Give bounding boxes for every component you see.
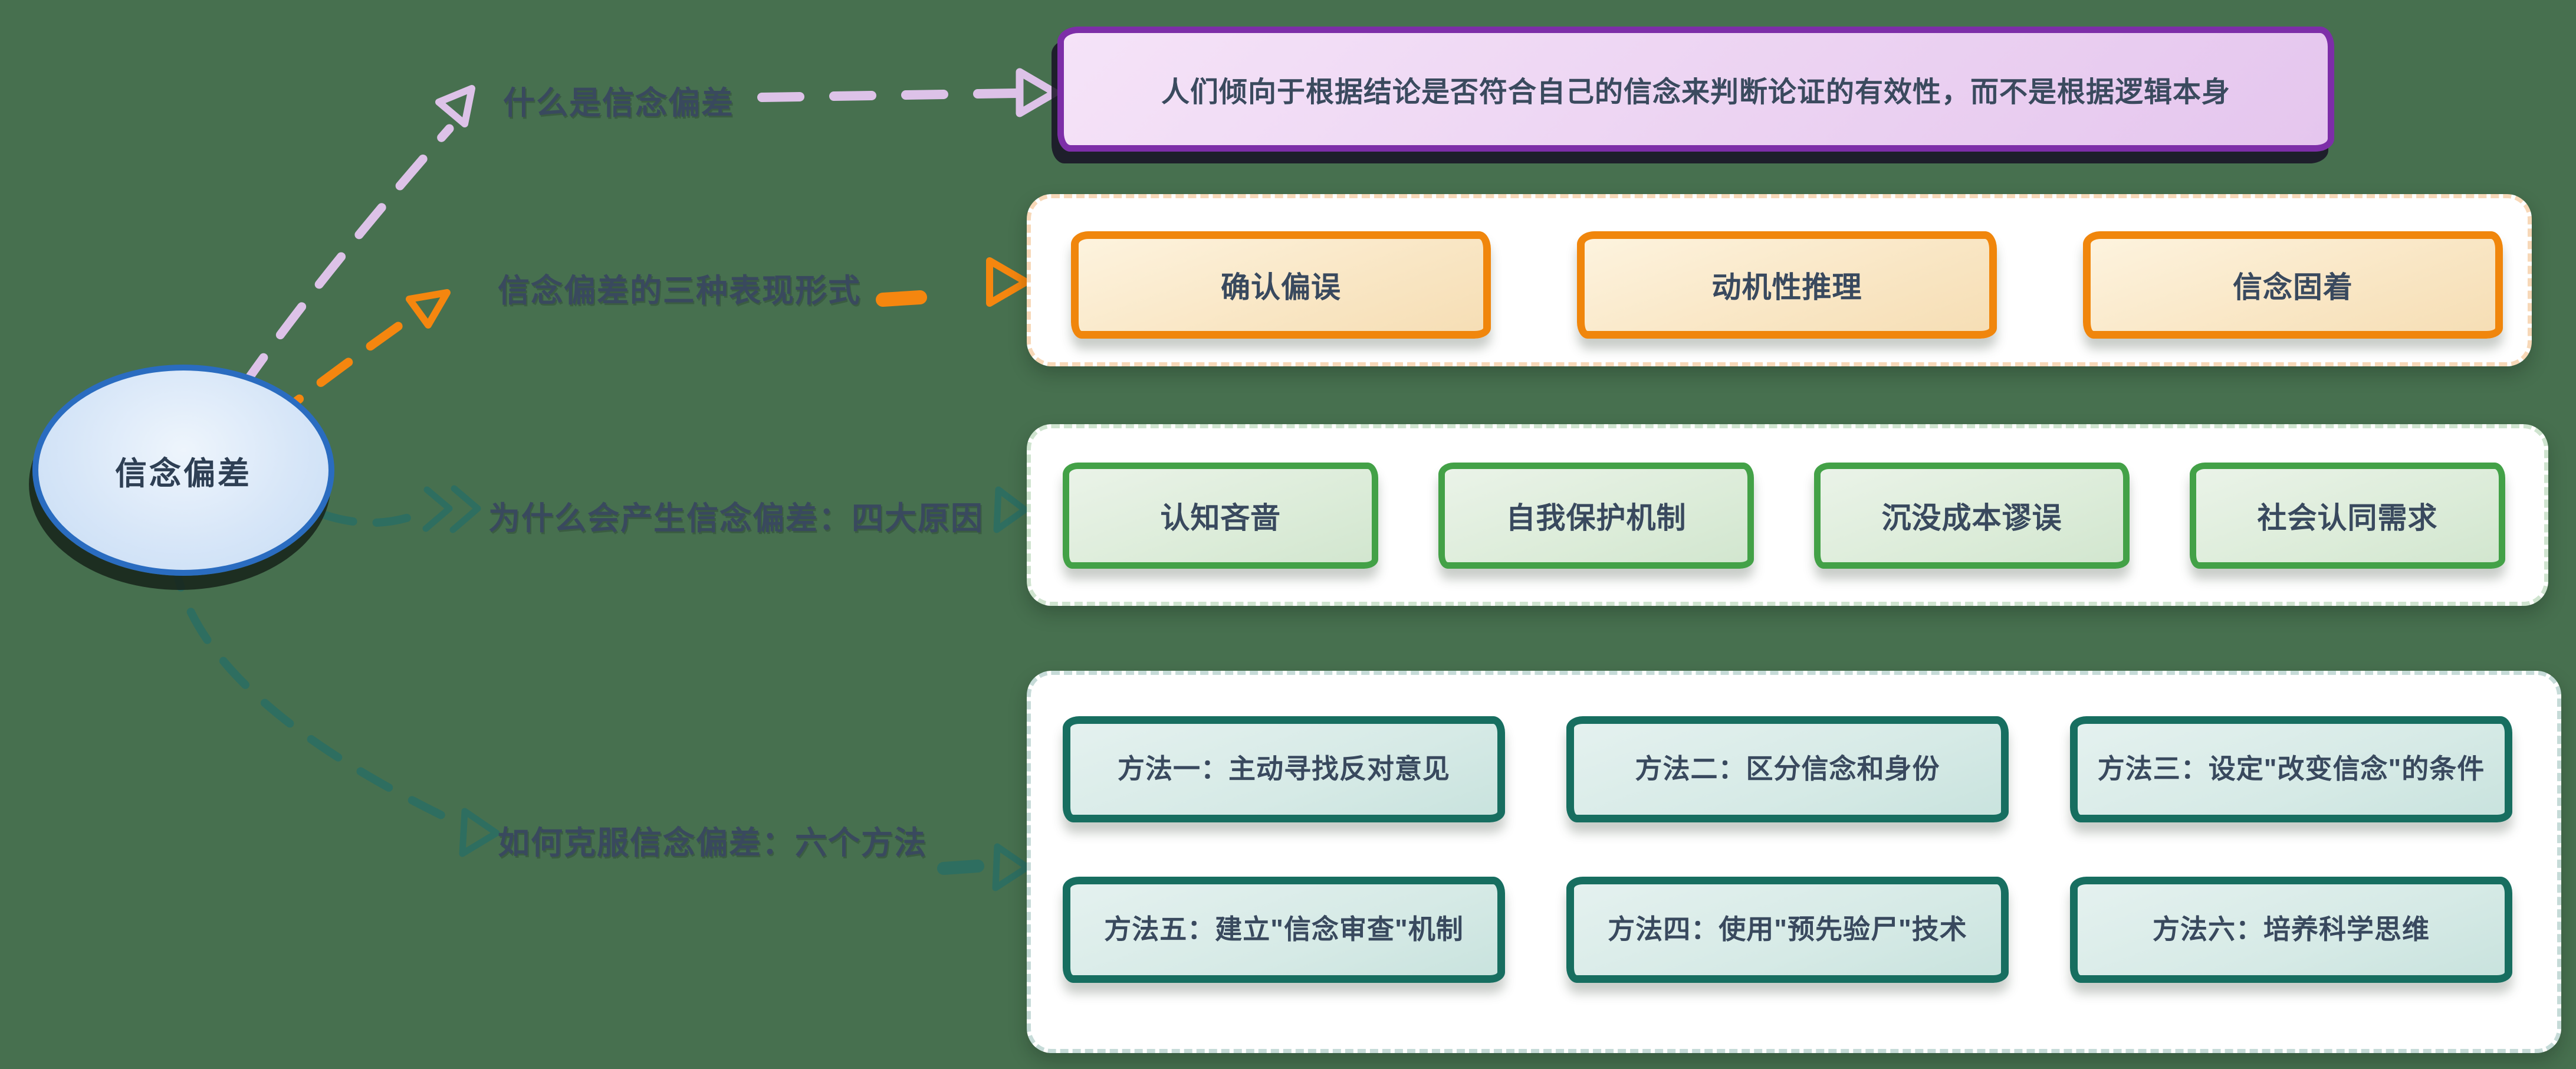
branch-label-methods[interactable]: 如何克服信念偏差：六个方法: [498, 825, 927, 861]
method-node-3[interactable]: 方法三：设定"改变信念"的条件: [2070, 716, 2512, 822]
cause-node-1[interactable]: 认知吝啬: [1063, 463, 1378, 569]
root-node-label: 信念偏差: [115, 455, 252, 491]
method-node-6-label: 方法六：培养科学思维: [2153, 914, 2430, 945]
cause-node-1-label: 认知吝啬: [1160, 501, 1281, 534]
method-node-2-label: 方法二：区分信念和身份: [1635, 753, 1940, 785]
cause-node-3[interactable]: 沉没成本谬误: [1814, 463, 2130, 569]
cause-node-3-label: 沉没成本谬误: [1881, 501, 2062, 534]
form-node-3-label: 信念固着: [2233, 271, 2353, 304]
branch3-connector: [319, 485, 1029, 533]
method-node-4-label: 方法四：使用"预先验尸"技术: [1608, 914, 1967, 945]
cause-node-4-label: 社会认同需求: [2257, 501, 2438, 534]
root-node[interactable]: 信念偏差: [32, 365, 334, 576]
method-node-1[interactable]: 方法一：主动寻找反对意见: [1063, 716, 1505, 822]
method-node-4[interactable]: 方法四：使用"预先验尸"技术: [1566, 877, 2009, 983]
causes-group: 认知吝啬 自我保护机制 沉没成本谬误 社会认同需求: [1027, 424, 2548, 606]
method-node-5-label: 方法五：建立"信念审查"机制: [1104, 914, 1464, 945]
branch1-connector: [238, 68, 1059, 391]
branch-label-forms[interactable]: 信念偏差的三种表现形式: [498, 273, 861, 309]
cause-node-2[interactable]: 自我保护机制: [1438, 463, 1754, 569]
methods-group: 方法一：主动寻找反对意见 方法二：区分信念和身份 方法三：设定"改变信念"的条件…: [1027, 671, 2561, 1053]
method-node-6[interactable]: 方法六：培养科学思维: [2070, 877, 2512, 983]
form-node-2-label: 动机性推理: [1711, 271, 1862, 304]
branch4-connector: [170, 552, 1031, 891]
forms-group: 确认偏误 动机性推理 信念固着: [1027, 194, 2532, 366]
method-node-1-label: 方法一：主动寻找反对意见: [1118, 753, 1450, 785]
form-node-2[interactable]: 动机性推理: [1577, 231, 1997, 339]
cause-node-4[interactable]: 社会认同需求: [2190, 463, 2505, 569]
definition-text: 人们倾向于根据结论是否符合自己的信念来判断论证的有效性，而不是根据逻辑本身: [1161, 77, 2230, 108]
method-node-3-label: 方法三：设定"改变信念"的条件: [2097, 753, 2485, 785]
branch-label-what[interactable]: 什么是信念偏差: [503, 86, 734, 121]
form-node-3[interactable]: 信念固着: [2083, 231, 2503, 339]
method-node-2[interactable]: 方法二：区分信念和身份: [1566, 716, 2009, 822]
form-node-1-label: 确认偏误: [1221, 271, 1341, 304]
definition-node[interactable]: 人们倾向于根据结论是否符合自己的信念来判断论证的有效性，而不是根据逻辑本身: [1057, 27, 2334, 152]
cause-node-2-label: 自我保护机制: [1506, 501, 1687, 534]
form-node-1[interactable]: 确认偏误: [1071, 231, 1491, 339]
method-node-5[interactable]: 方法五：建立"信念审查"机制: [1063, 877, 1505, 983]
branch-label-causes[interactable]: 为什么会产生信念偏差：四大原因: [488, 501, 984, 536]
